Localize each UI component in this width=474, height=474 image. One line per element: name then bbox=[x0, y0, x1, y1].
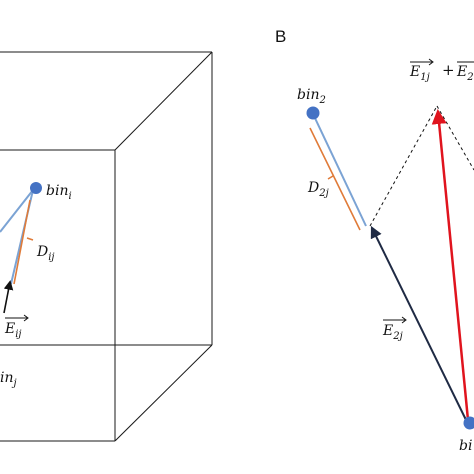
vector-line-a-left bbox=[0, 189, 34, 233]
bin-2-dot bbox=[306, 106, 320, 120]
panel-b-letter: B bbox=[275, 27, 286, 46]
sum-first-overarrow-head bbox=[428, 58, 434, 66]
panel-b: B bin2 D2j E2j E1j + E2 bbox=[275, 27, 474, 454]
distance-bracket-d2j bbox=[309, 127, 361, 231]
e-ij-overarrow-head bbox=[23, 314, 29, 322]
d-2j-label: D2j bbox=[307, 180, 329, 199]
bin-i-label: bini bbox=[46, 183, 72, 202]
bin-2-label: bin2 bbox=[297, 87, 326, 106]
vector-e-2j bbox=[370, 225, 469, 425]
bin-j-label-b: bi bbox=[459, 438, 472, 454]
bin-j-label: inj bbox=[0, 370, 17, 389]
distance-bracket-dij bbox=[13, 199, 34, 285]
d-ij-label: Dij bbox=[36, 244, 55, 263]
bin-j-dot bbox=[463, 416, 474, 430]
svg-text:Eij: Eij bbox=[4, 321, 22, 340]
dashed-edge-left bbox=[369, 105, 438, 227]
bin-i-dot bbox=[30, 182, 42, 194]
e-2j-overarrow-head bbox=[401, 316, 407, 324]
arrow-e-ij bbox=[3, 280, 14, 314]
vector-line-bin2 bbox=[313, 115, 367, 227]
vector-sum-red bbox=[431, 109, 470, 421]
cube-box bbox=[0, 51, 213, 442]
e-ij-label: Eij bbox=[4, 314, 29, 340]
cube-top-diagonal bbox=[114, 51, 213, 151]
e-2j-label: E2j bbox=[382, 316, 407, 342]
panel-a: bini Dij Eij inj bbox=[0, 51, 213, 442]
cube-bottom-diagonal bbox=[114, 344, 213, 442]
svg-text:E1j: E1j bbox=[409, 64, 430, 83]
sum-plus-sign: + bbox=[442, 61, 455, 79]
svg-text:E2: E2 bbox=[456, 64, 474, 83]
sum-label: E1j + E2 bbox=[409, 58, 474, 83]
svg-text:E2j: E2j bbox=[382, 323, 403, 342]
